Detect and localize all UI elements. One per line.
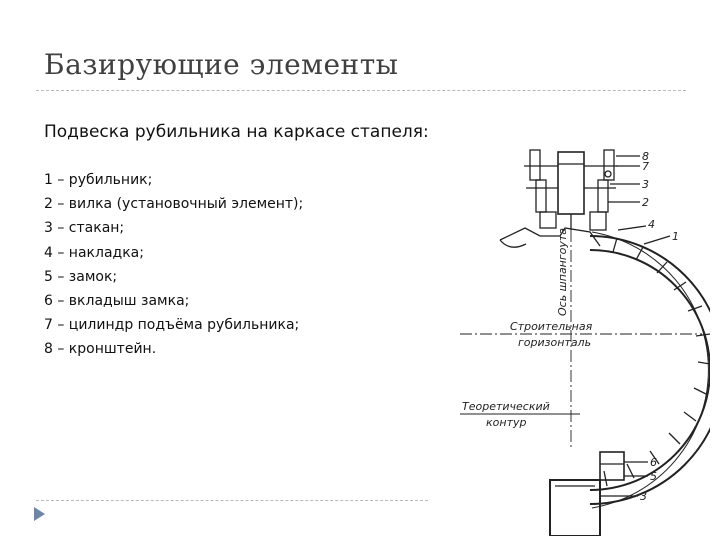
list-item: 1 – рубильник; — [44, 172, 153, 188]
contour-label: контур — [486, 416, 526, 429]
list-item: 4 – накладка; — [44, 244, 144, 261]
construction-line-label: горизонталь — [518, 336, 591, 349]
axis-label: Ось шпангоута — [556, 228, 569, 316]
construction-line-label: Строительная — [510, 320, 593, 333]
callout-label: 3 — [640, 490, 647, 503]
callout-label: 8 — [642, 150, 649, 163]
list-item: 6 – вкладыш замка; — [44, 293, 190, 310]
slide-title: Базирующие элементы — [44, 48, 399, 81]
contour-label: Теоретический — [462, 400, 550, 413]
list-item: 5 – замок; — [44, 268, 118, 285]
callout-label: 2 — [642, 196, 649, 209]
list-item: 2 – вилка (установочный элемент); — [44, 196, 304, 213]
callout-label: 6 — [650, 456, 657, 469]
callout-label: 5 — [650, 470, 657, 483]
title-divider — [36, 90, 686, 91]
callout-label: 3 — [642, 178, 649, 191]
callout-label: 1 — [672, 230, 679, 243]
callout-label: 7 — [642, 160, 649, 173]
next-slide-arrow-icon[interactable] — [32, 506, 46, 522]
slide-subtitle: Подвеска рубильника на каркасе стапеля: — [44, 122, 429, 142]
jig-suspension-diagram: 8 7 3 2 4 1 6 5 3 Ось шпангоута Строител… — [460, 149, 710, 536]
list-item: 7 – цилиндр подъёма рубильника; — [44, 317, 300, 334]
list-item: 3 – стакан; — [44, 220, 125, 237]
list-item: 8 – кронштейн. — [44, 341, 157, 358]
footer-divider — [36, 500, 428, 501]
callout-label: 4 — [648, 218, 655, 231]
legend-list: 1 – рубильник; 2 – вилка (установочный э… — [44, 168, 303, 362]
